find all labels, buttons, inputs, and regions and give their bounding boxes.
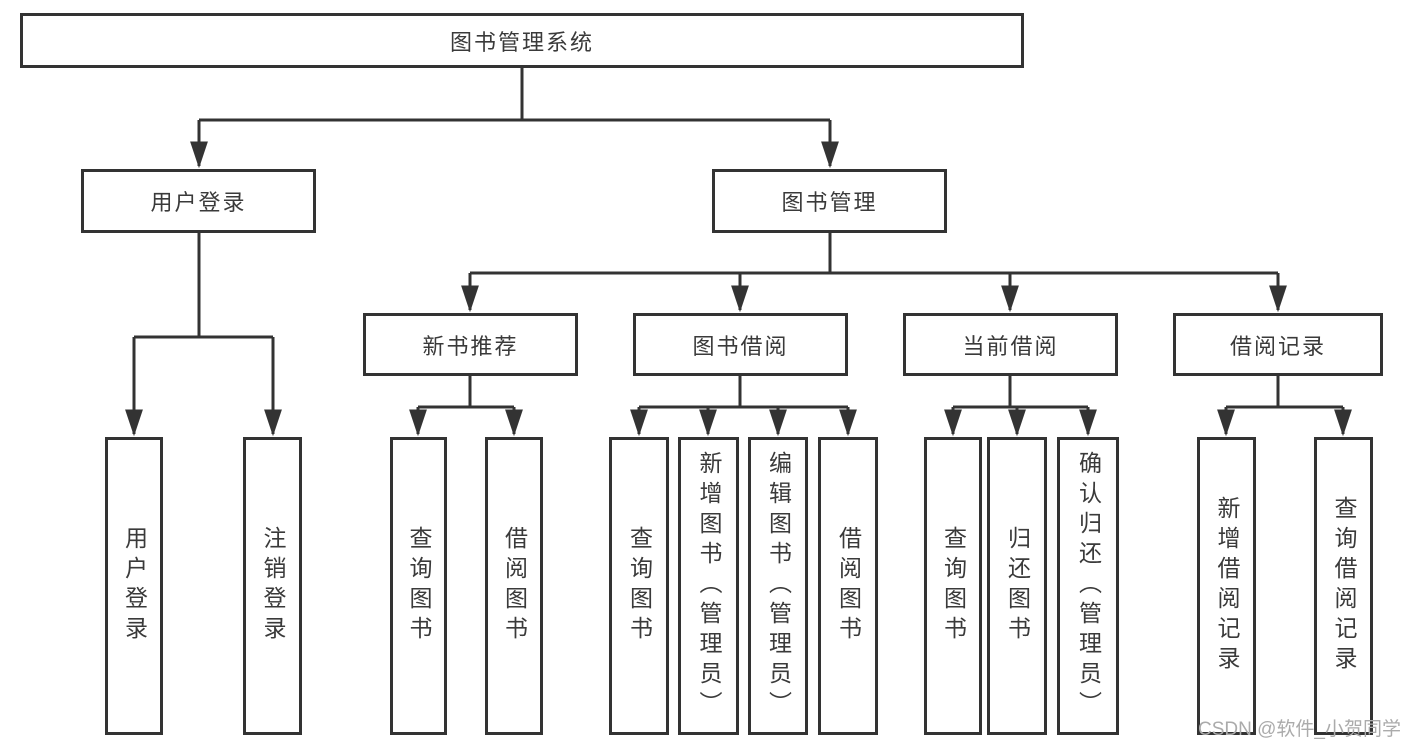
node-user-login: 用户登录 [81,169,316,233]
leaf-borrow-borrow-books: 借阅图书 [818,437,878,735]
node-book-borrowing: 图书借阅 [633,313,848,376]
leaf-recommend-borrow-books: 借阅图书 [485,437,543,735]
node-label: 编辑图书（管理员） [765,451,792,721]
leaf-borrow-add-books-admin: 新增图书（管理员） [678,437,739,735]
leaf-user-login: 用户登录 [105,437,163,735]
csdn-watermark: CSDN @软件_小贺同学 [1198,719,1401,740]
node-new-book-recommendation: 新书推荐 [363,313,578,376]
node-label: 用户登录 [121,526,148,646]
node-label: 当前借阅 [962,333,1059,359]
node-label: 查询图书 [626,526,653,646]
leaf-current-confirm-return-admin: 确认归还（管理员） [1057,437,1119,735]
node-label: 借阅记录 [1229,333,1326,359]
leaf-records-add-borrow-record: 新增借阅记录 [1197,437,1256,735]
leaf-recommend-query-books: 查询图书 [390,437,447,735]
leaf-borrow-query-books: 查询图书 [609,437,669,735]
node-library-management-system: 图书管理系统 [20,13,1024,68]
node-label: 查询借阅记录 [1331,496,1357,676]
node-label: 确认归还（管理员） [1075,451,1102,721]
node-label: 新增借阅记录 [1214,496,1240,676]
node-label: 新书推荐 [422,333,519,359]
node-label: 用户登录 [150,190,247,215]
leaf-borrow-edit-books-admin: 编辑图书（管理员） [748,437,808,735]
node-label: 借阅图书 [501,526,528,646]
node-label: 新增图书（管理员） [696,451,722,721]
node-label: 图书管理系统 [449,29,594,55]
node-label: 注销登录 [260,526,286,646]
node-label: 查询图书 [940,526,967,646]
leaf-records-query-borrow-record: 查询借阅记录 [1314,437,1373,735]
leaf-current-return-books: 归还图书 [987,437,1047,735]
node-label: 图书借阅 [692,333,789,359]
leaf-logout: 注销登录 [243,437,302,735]
node-borrowing-records: 借阅记录 [1173,313,1383,376]
node-label: 图书管理 [781,190,878,215]
node-label: 借阅图书 [835,526,862,646]
node-current-borrowing: 当前借阅 [903,313,1118,376]
node-label: 归还图书 [1004,526,1031,646]
node-label: 查询图书 [406,526,432,646]
node-book-management: 图书管理 [712,169,947,233]
leaf-current-query-books: 查询图书 [924,437,982,735]
